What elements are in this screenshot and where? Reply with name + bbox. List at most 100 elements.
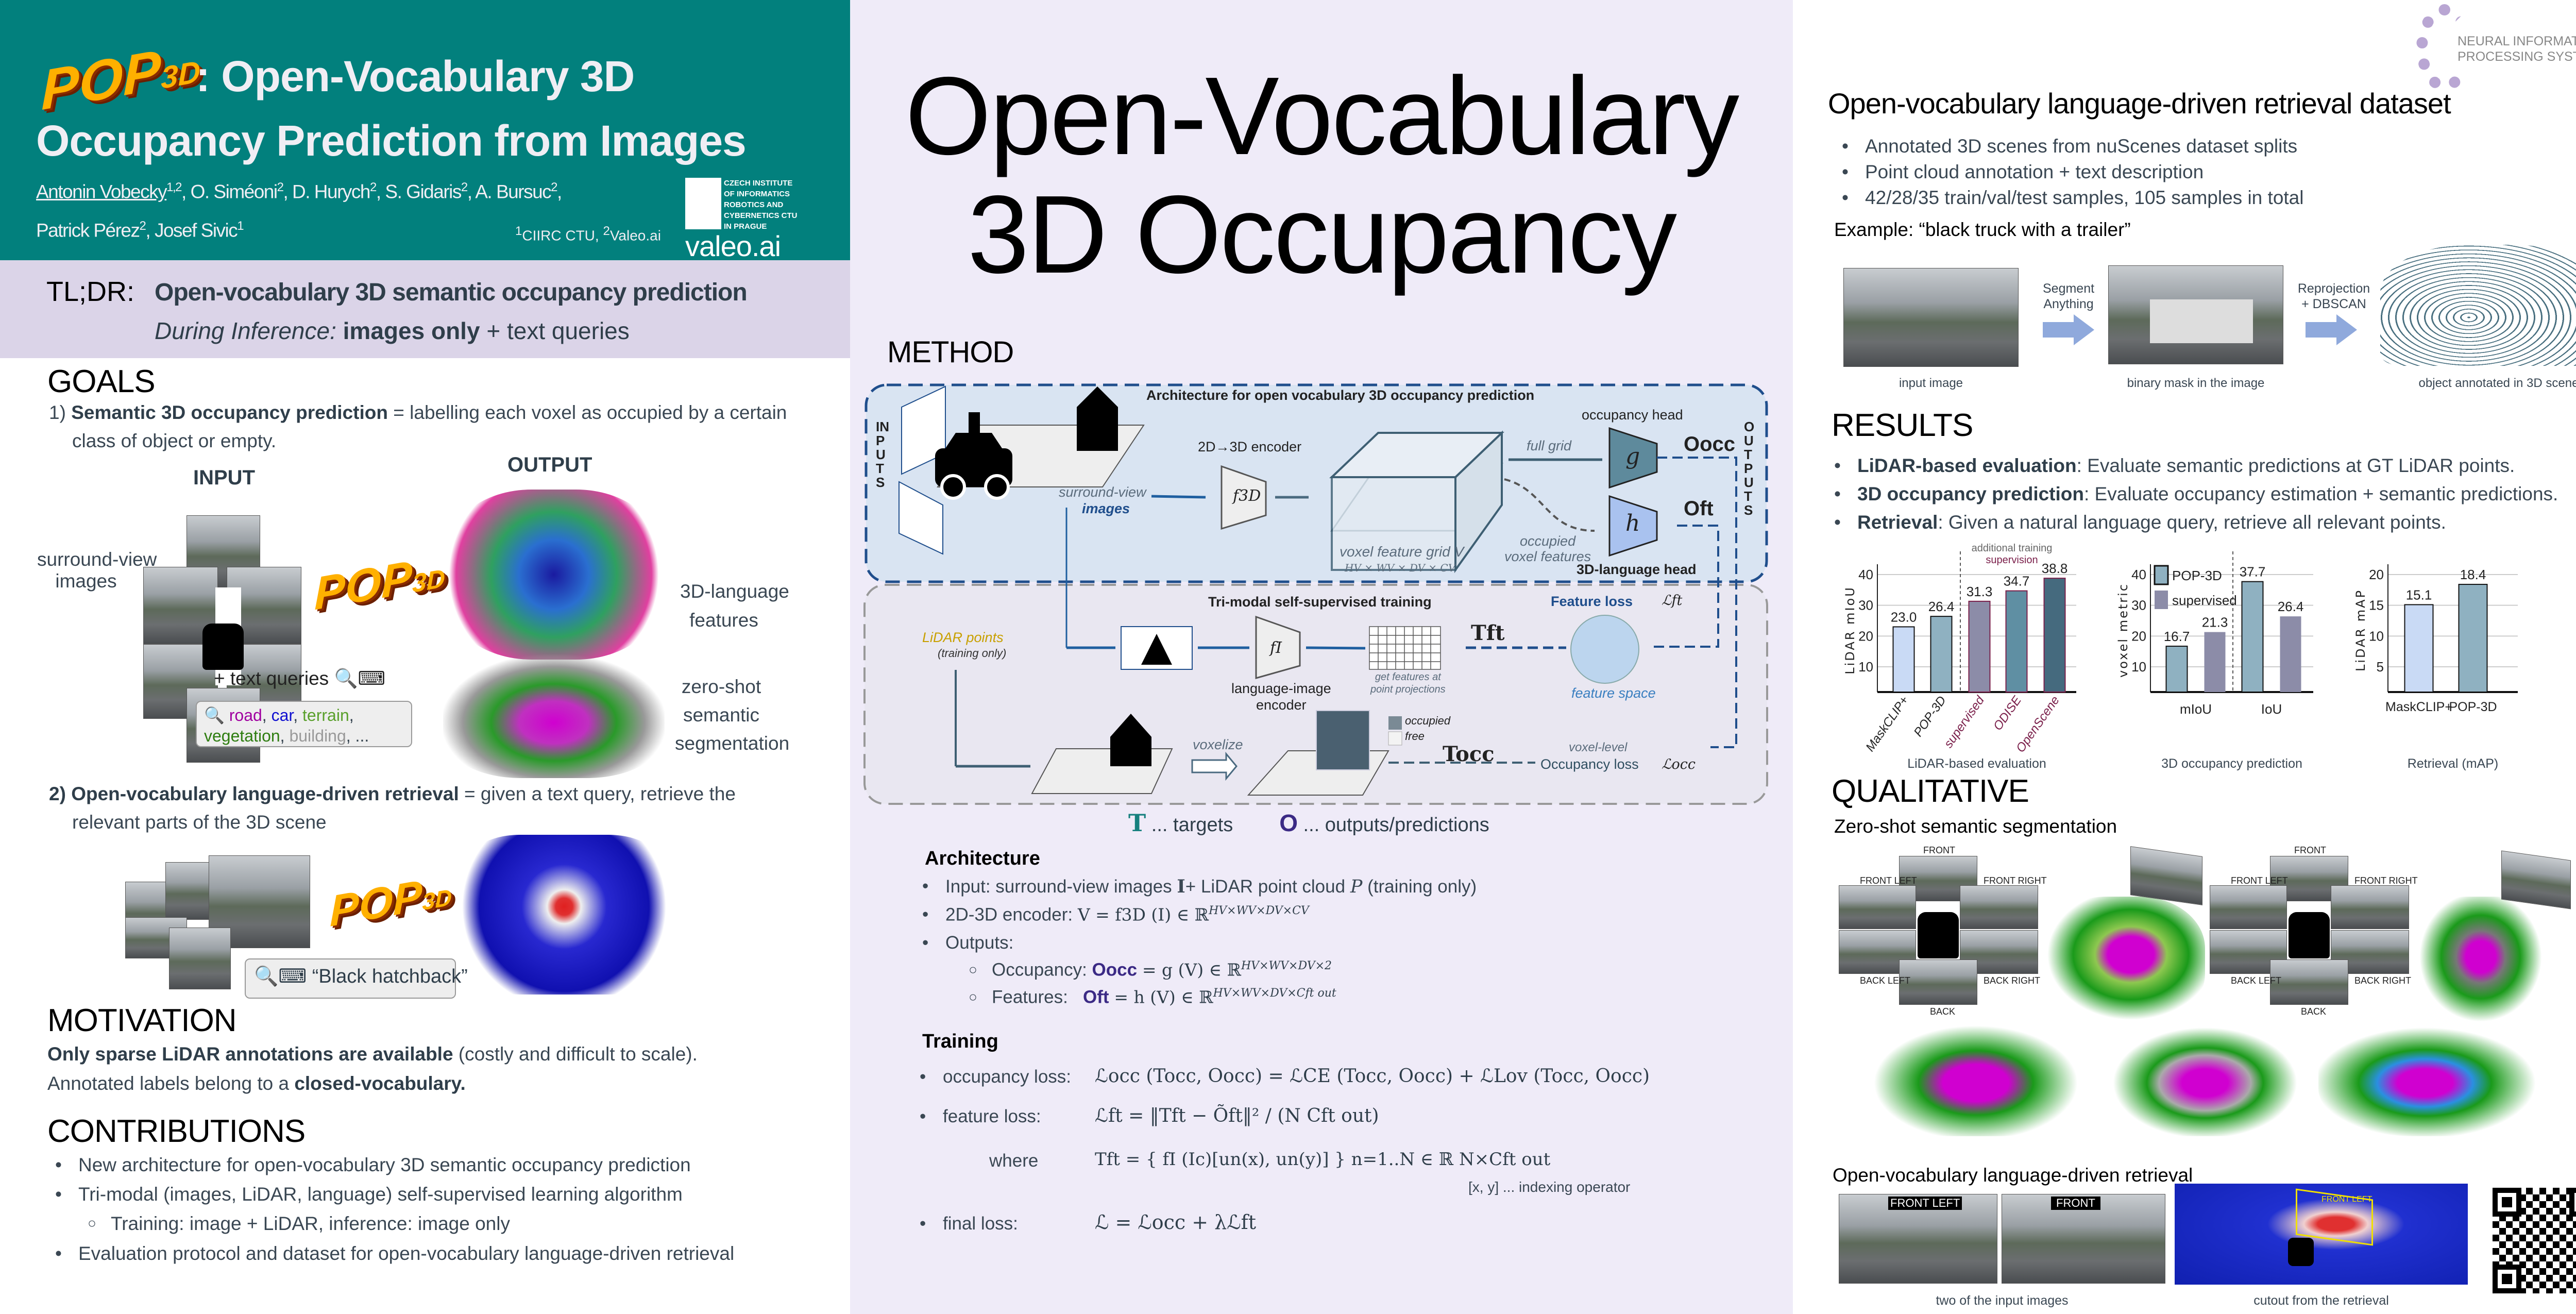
legend-label: POP-3D	[2172, 568, 2222, 583]
label-line: get features at	[1375, 671, 1441, 683]
ciirc-logo-text: CZECH INSTITUTE OF INFORMATICS ROBOTICS …	[724, 179, 798, 231]
results-bullet: LiDAR-based evaluation: Evaluate semanti…	[1834, 455, 2515, 477]
dataset-heading: Open-vocabulary language-driven retrieva…	[1828, 87, 2451, 120]
neurips-logo-text: NEURAL INFORMATION PROCESSING SYSTEMS	[2458, 34, 2576, 64]
affiliations: 1CIIRC CTU, 2Valeo.ai	[515, 224, 661, 244]
final-loss-formula: ℒ = ℒocc + λℒft	[1095, 1211, 1256, 1234]
view-label: FRONT RIGHT	[1984, 875, 2047, 886]
projected-front-image	[2501, 850, 2571, 909]
affiliation-name: CIIRC CTU,	[522, 227, 599, 244]
results-bullet: 3D occupancy prediction: Evaluate occupa…	[1834, 483, 2558, 505]
data-label: 23.0	[1891, 609, 1917, 625]
text: : Evaluate occupancy estimation + semant…	[2084, 483, 2558, 504]
contributions-heading: CONTRIBUTIONS	[47, 1114, 306, 1149]
inputs-label: INPUTS	[876, 419, 889, 490]
f3d-encoder-block	[1221, 465, 1267, 530]
y-tick-label: 20	[2369, 567, 2384, 582]
text: Occupancy:	[992, 959, 1087, 980]
frustum-label: FRONT LEFT	[2321, 1195, 2372, 1204]
math: V = f3D (I) ∈ ℝ	[1077, 904, 1209, 925]
car-icon	[2289, 912, 2330, 958]
view-label: BACK	[1930, 1006, 1956, 1017]
query-car: car	[271, 706, 294, 725]
car-icon	[202, 624, 244, 670]
y-tick-label: 10	[2369, 628, 2384, 644]
view-label: BACK LEFT	[2231, 975, 2282, 986]
outputs-label: OUTPUTS	[1744, 419, 1755, 518]
inference-rest: + text queries	[486, 317, 630, 344]
goal-number: 1)	[49, 402, 66, 423]
o-occ-label: Oocc	[1684, 433, 1736, 456]
point-cloud-render	[2380, 245, 2576, 366]
dataset-bullet: 42/28/35 train/val/test samples, 105 sam…	[1842, 187, 2304, 209]
images-text: images	[55, 570, 117, 592]
training-heading: Training	[922, 1031, 998, 1052]
search-keyboard-icon: 🔍⌨	[254, 966, 312, 987]
x-tick-label: POP-3D	[1911, 694, 1949, 739]
occupied-legend: occupied	[1405, 714, 1451, 727]
affiliation-mark: 1,2	[166, 180, 182, 194]
search-keyboard-icon: 🔍⌨	[334, 668, 385, 689]
qr-code[interactable]	[2493, 1188, 2576, 1293]
segmentation-render	[2040, 897, 2205, 1025]
data-label: 26.4	[1928, 599, 1955, 614]
view-label: FRONT LEFT	[2231, 875, 2288, 886]
goal-1-line2: class of object or empty.	[72, 430, 277, 451]
text: 2D-3D encoder:	[945, 904, 1073, 925]
dataset-example: Example: “black truck with a trailer”	[1834, 219, 2131, 240]
y-axis-label: LiDAR mIoU	[1843, 586, 1857, 675]
retrieval-query-box[interactable]: 🔍⌨ “Black hatchback”	[245, 958, 468, 999]
segmentation-render	[2411, 897, 2550, 1031]
car-roof	[945, 433, 1002, 448]
caption: cutout from the retrieval	[2253, 1293, 2389, 1308]
goal-2-line2: relevant parts of the 3D scene	[72, 812, 327, 833]
math-o-occ: Oocc	[1092, 959, 1138, 980]
text: Features:	[992, 987, 1068, 1007]
y-tick-label: 10	[2131, 659, 2146, 675]
arch-encoder-item: 2D-3D encoder: V = f3D (I) ∈ ℝHV×WV×DV×C…	[922, 904, 1309, 925]
affiliation-mark: 2	[277, 180, 284, 194]
motivation-bold: Only sparse LiDAR annotations are availa…	[47, 1043, 453, 1065]
free-swatch	[1388, 731, 1402, 746]
caption-line: 3D-language	[680, 581, 789, 602]
house-icon	[1110, 714, 1151, 766]
bar	[2280, 616, 2301, 692]
tldr-banner	[0, 260, 850, 358]
tldr-main: Open-vocabulary 3D semantic occupancy pr…	[155, 279, 748, 306]
target-features-formula: Tft = { fI (Ic)[un(x), un(y)] } n=1..N ∈…	[1095, 1149, 1551, 1170]
occupancy-loss-label: Occupancy loss	[1540, 756, 1639, 772]
feature-space-label: feature space	[1571, 685, 1656, 701]
occupied-swatch	[1388, 716, 1402, 730]
trimodal-title: Tri-modal self-supervised training	[1208, 594, 1432, 610]
y-tick-label: 10	[1858, 659, 1873, 675]
architecture-title: Architecture for open vocabulary 3D occu…	[1146, 388, 1535, 403]
legend-targets: ... targets	[1151, 814, 1233, 836]
contribution-item: New architecture for open-vocabulary 3D …	[55, 1154, 691, 1176]
bar	[2043, 578, 2066, 693]
method-diagram	[863, 383, 1768, 805]
goal-2-text: = given a text query, retrieve the	[464, 783, 736, 804]
goal-1-bold: Semantic 3D occupancy prediction	[71, 402, 388, 423]
author[interactable]: Antonin Vobecky	[36, 181, 167, 203]
camera-front-right	[1960, 885, 2038, 929]
query-building: building	[289, 727, 346, 745]
query-box[interactable]: 🔍 road, car, terrain, vegetation, buildi…	[196, 701, 412, 747]
occupancy-head-label: occupancy head	[1582, 407, 1683, 423]
data-label: 38.8	[2042, 561, 2068, 576]
data-label: 26.4	[2278, 599, 2304, 614]
input-label: INPUT	[193, 466, 255, 489]
legend-o: O	[1279, 810, 1298, 836]
results-heading: RESULTS	[1832, 408, 1973, 443]
camera-back	[2270, 959, 2348, 1005]
segment-anything-label: Segment Anything	[2043, 281, 2095, 311]
tldr-inference: During Inference: images only + text que…	[155, 317, 630, 345]
retrieval-cutout-render: FRONT LEFT	[2175, 1184, 2468, 1285]
y-tick-label: 20	[2131, 628, 2146, 644]
big-title-line-1: Open-Vocabulary	[905, 54, 1739, 178]
legend-outputs: ... outputs/predictions	[1303, 814, 1489, 836]
retrieval-3d-render	[453, 835, 675, 995]
